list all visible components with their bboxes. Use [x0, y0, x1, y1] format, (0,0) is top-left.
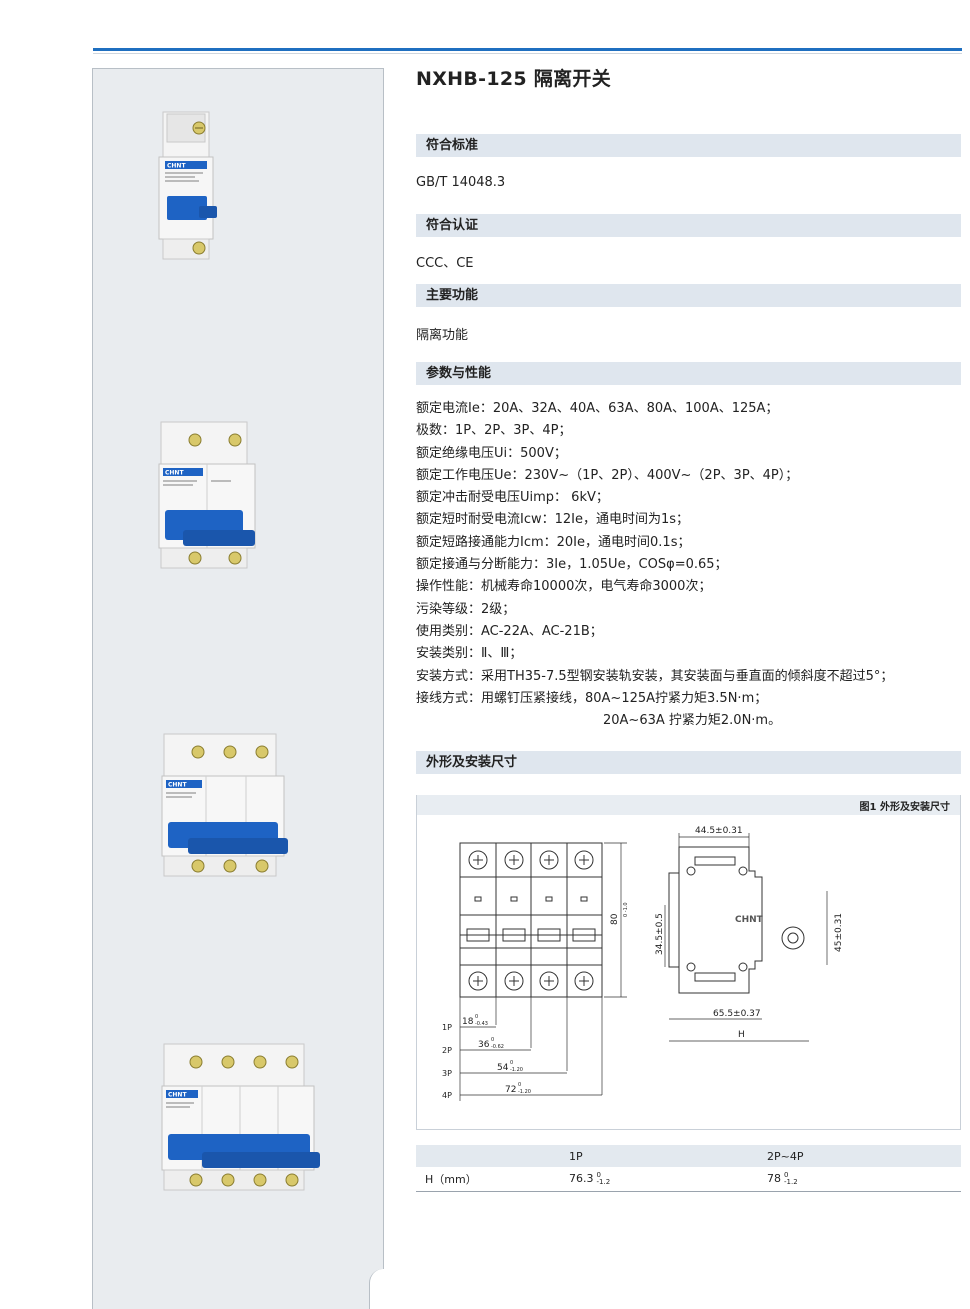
- standard-text: GB/T 14048.3: [416, 175, 506, 190]
- svg-text:0: 0: [475, 1014, 478, 1020]
- dim-height80: 80: [610, 913, 620, 925]
- dimension-figure: 图1 外形及安装尺寸: [416, 795, 961, 1130]
- dim-width-2p: 36: [478, 1040, 490, 1050]
- breaker-2p-image: CHNT: [158, 421, 256, 569]
- pole-label-2p: 2P: [442, 1046, 452, 1055]
- parameter-list: 额定电流Ie：20A、32A、40A、63A、80A、100A、125A； 极数…: [416, 398, 893, 732]
- param-item: 额定接通与分断能力：3Ie，1.05Ue，COSφ=0.65；: [416, 557, 728, 573]
- param-item: 额定电流Ie：20A、32A、40A、63A、80A、100A、125A；: [416, 401, 779, 416]
- section-heading-function: 主要功能: [416, 284, 961, 307]
- dimension-drawing: 80 0 -1.0 18 0 -0.43 36 0 -0.62 54 0 -1.…: [442, 826, 844, 1101]
- param-item: 额定冲击耐受电压Uimp： 6kV；: [416, 490, 609, 506]
- dim-width-4p: 72: [505, 1085, 516, 1095]
- section-heading-dimensions: 外形及安装尺寸: [416, 751, 961, 774]
- top-rule: [93, 48, 962, 51]
- section-heading-parameters: 参数与性能: [416, 362, 961, 385]
- section-heading-certification: 符合认证: [416, 214, 961, 237]
- param-item: 接线方式：用螺钉压紧接线，80A~125A拧紧力矩3.5N·m；: [416, 690, 768, 706]
- param-item: 极数：1P、2P、3P、4P；: [416, 423, 572, 439]
- svg-text:-1.20: -1.20: [518, 1089, 531, 1095]
- breaker-4p-image: CHNT: [161, 1043, 320, 1191]
- param-item: 额定短路接通能力Icm：20Ie，通电时间0.1s；: [416, 534, 691, 550]
- svg-text:0: 0: [518, 1082, 521, 1088]
- dim-depth-bottom: 65.5±0.37: [713, 1009, 761, 1019]
- svg-text:CHNT: CHNT: [168, 1092, 187, 1099]
- breaker-1p-image: CHNT: [158, 111, 217, 260]
- figure-caption: 图1 外形及安装尺寸: [859, 802, 950, 813]
- table-header-blank: [416, 1145, 568, 1167]
- param-item: 使用类别：AC-22A、AC-21B；: [416, 623, 603, 639]
- table-row-label: H（mm）: [416, 1167, 568, 1192]
- page-title: NXHB-125 隔离开关: [416, 68, 611, 90]
- param-item: 额定工作电压Ue：230V~（1P、2P）、400V~（2P、3P、4P）；: [416, 467, 799, 483]
- param-item: 额定绝缘电压Ui：500V；: [416, 445, 567, 461]
- svg-text:0: 0: [510, 1060, 513, 1066]
- dim-depth-top: 44.5±0.31: [695, 826, 743, 836]
- param-item: 安装方式：采用TH35-7.5型钢安装轨安装，其安装面与垂直面的倾斜度不超过5°…: [416, 668, 894, 684]
- table-header-2p-4p: 2P~4P: [766, 1145, 961, 1167]
- dim-H: H: [738, 1030, 745, 1040]
- table-header-1p: 1P: [568, 1145, 766, 1167]
- pole-label-4p: 4P: [442, 1091, 452, 1100]
- certification-text: CCC、CE: [416, 256, 474, 271]
- dim-height-right: 45±0.31: [834, 913, 844, 952]
- top-rule-thin: [93, 53, 962, 54]
- dim-width-1p: 18: [462, 1017, 474, 1027]
- param-item: 操作性能：机械寿命10000次，电气寿命3000次；: [416, 579, 712, 595]
- param-item: 污染等级：2级；: [416, 601, 516, 617]
- param-item: 额定短时耐受电流Icw：12Ie，通电时间为1s；: [416, 512, 690, 528]
- function-text: 隔离功能: [416, 328, 469, 343]
- breaker-3p-image: CHNT: [161, 733, 288, 877]
- dim-width-3p: 54: [497, 1063, 509, 1073]
- param-item-continued: 20A~63A 拧紧力矩2.0N·m。: [603, 713, 782, 729]
- svg-text:CHNT: CHNT: [165, 470, 184, 477]
- brand-logo-text: CHNT: [167, 163, 186, 170]
- dim-height80-tol: 0 -1.0: [623, 902, 629, 917]
- pole-label-3p: 3P: [442, 1069, 452, 1078]
- svg-text:0: 0: [491, 1037, 494, 1043]
- svg-text:-0.43: -0.43: [475, 1021, 488, 1027]
- pole-label-1p: 1P: [442, 1023, 452, 1032]
- brand-mark: CHNT: [735, 915, 764, 925]
- param-item: 安装类别：Ⅱ、Ⅲ；: [416, 646, 523, 662]
- svg-text:-0.62: -0.62: [491, 1044, 504, 1050]
- figure-caption-bar: [417, 795, 960, 815]
- section-heading-standard: 符合标准: [416, 134, 961, 157]
- dim-depth-left: 34.5±0.5: [655, 913, 665, 955]
- svg-text:-1.20: -1.20: [510, 1067, 523, 1073]
- svg-text:CHNT: CHNT: [168, 782, 187, 789]
